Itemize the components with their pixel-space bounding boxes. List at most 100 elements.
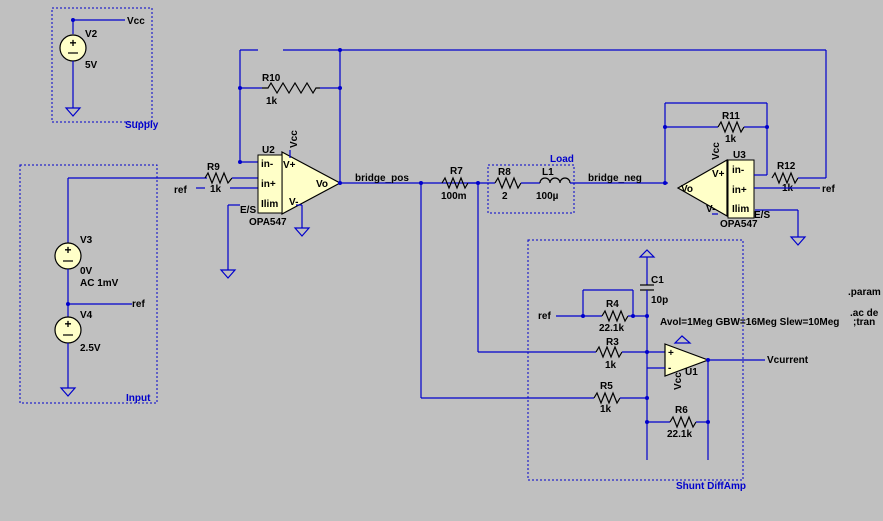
ref-net-label-u2: ref (174, 185, 187, 196)
r4-name: R4 (606, 299, 619, 310)
ground-icon (789, 236, 807, 246)
svg-text:+: + (668, 348, 674, 359)
r11-resistor[interactable] (717, 120, 745, 134)
u1-params-tail: ;tran (853, 317, 875, 328)
u3-region: R11 1k in- in+ Ilim V+ V- Vo U3 E/S OPA5… (663, 50, 835, 246)
ac-directive[interactable]: .ac de (850, 308, 879, 319)
supply-frame (51, 7, 153, 123)
u2-pin-in-minus: in- (261, 159, 273, 170)
v3-value: 0V (80, 266, 93, 277)
u2-pin-vminus: V- (289, 197, 298, 208)
r6-name: R6 (675, 405, 688, 416)
u3-name: U3 (733, 150, 746, 161)
u2-opamp[interactable] (257, 154, 283, 214)
vcurrent-net-label: Vcurrent (767, 355, 809, 366)
c1-name: C1 (651, 275, 664, 286)
r11-name: R11 (722, 111, 740, 122)
ground-icon (638, 249, 656, 258)
bridge-section: R7 100m Load R8 2 L1 100µ bridge_neg (441, 154, 668, 214)
l1-value: 100µ (536, 191, 559, 202)
u3-opamp[interactable] (727, 159, 755, 219)
r5-value: 1k (600, 404, 612, 415)
r10-name: R10 (262, 73, 281, 84)
l1-inductor[interactable] (539, 177, 571, 184)
u1-name: U1 (685, 367, 698, 378)
r8-name: R8 (498, 167, 511, 178)
r6-resistor[interactable] (669, 415, 697, 429)
supply-label: Supply (125, 120, 159, 131)
input-label: Input (126, 393, 151, 404)
r10-resistor[interactable] (262, 81, 320, 95)
r3-value: 1k (605, 360, 617, 371)
u3-triangle[interactable] (676, 158, 728, 218)
r12-resistor[interactable] (771, 171, 799, 185)
svg-text:+: + (64, 243, 71, 257)
u2-pin-vplus: V+ (283, 160, 296, 171)
r3-name: R3 (606, 337, 619, 348)
u1-opamp[interactable] (664, 343, 710, 377)
u3-pin-out: Vo (681, 184, 693, 195)
u3-vcc-label: Vcc (711, 142, 722, 160)
r3-resistor[interactable] (595, 345, 623, 359)
u2-pin-out: Vo (316, 179, 328, 190)
u2-name: U2 (262, 145, 275, 156)
r9-value: 1k (210, 184, 222, 195)
r8-value: 2 (502, 191, 508, 202)
u1-params-text: Avol=1Meg GBW=16Meg Slew=10Meg (660, 317, 839, 328)
u3-model: OPA547 (720, 219, 758, 230)
r5-name: R5 (600, 381, 613, 392)
u3-pin-vplus: V+ (712, 169, 725, 180)
r8-resistor[interactable] (494, 176, 522, 190)
v4-value: 2.5V (80, 343, 101, 354)
load-label: Load (550, 154, 574, 165)
svg-text:+: + (64, 317, 71, 331)
ref-net-label: ref (132, 299, 145, 310)
bridge-neg-net-label: bridge_neg (588, 173, 642, 184)
r10-value: 1k (266, 96, 278, 107)
u2-vcc-label: Vcc (289, 130, 300, 148)
u3-pin-vminus: V- (706, 204, 715, 215)
ground-icon (673, 335, 692, 344)
load-frame (487, 164, 575, 214)
u3-pin-ilim: Ilim (732, 204, 749, 215)
shunt-diffamp-block: Shunt DiffAmp C1 10p ref R4 22.1k R3 1k (420, 183, 875, 492)
ground-icon (219, 269, 237, 279)
shunt-frame (527, 239, 744, 481)
plus-icon: + (69, 36, 76, 50)
u3-pin-in-plus: in+ (732, 185, 747, 196)
v3-ac: AC 1mV (80, 278, 119, 289)
r9-resistor[interactable] (204, 171, 233, 185)
supply-block: Supply + V2 5V Vcc (51, 7, 159, 131)
r7-resistor[interactable] (441, 176, 469, 190)
r5-resistor[interactable] (593, 391, 621, 405)
l1-name: L1 (542, 167, 554, 178)
param-directive[interactable]: .param (848, 287, 881, 298)
r4-resistor[interactable] (601, 309, 629, 323)
v4-name: V4 (80, 310, 93, 321)
ground-icon (64, 107, 82, 117)
u2-region: R10 1k R9 1k ref in- in+ Ilim V+ V- Vo U… (174, 48, 826, 279)
u2-model: OPA547 (249, 217, 287, 228)
r7-name: R7 (450, 166, 463, 177)
u2-pin-es: E/S (240, 205, 256, 216)
r4-value: 22.1k (599, 323, 624, 334)
input-block: Input + + V3 0V AC 1mV ref V4 2.5V (19, 164, 207, 404)
svg-text:-: - (668, 363, 671, 374)
u3-pin-es: E/S (754, 210, 770, 221)
ref-net-label-r4: ref (538, 311, 551, 322)
u2-pin-in-plus: in+ (261, 179, 276, 190)
v3-name: V3 (80, 235, 93, 246)
r7-value: 100m (441, 191, 467, 202)
ground-icon (59, 387, 77, 397)
shunt-label: Shunt DiffAmp (676, 481, 746, 492)
r9-name: R9 (207, 162, 220, 173)
ground-icon (293, 227, 311, 237)
r12-name: R12 (777, 161, 796, 172)
vcc-net-label: Vcc (127, 16, 145, 27)
r11-value: 1k (725, 134, 737, 145)
input-frame (19, 164, 158, 404)
u2-pin-ilim: Ilim (261, 199, 278, 210)
u1-vcc-label: Vcc (673, 372, 684, 390)
ref-net-label-u3: ref (822, 184, 835, 195)
